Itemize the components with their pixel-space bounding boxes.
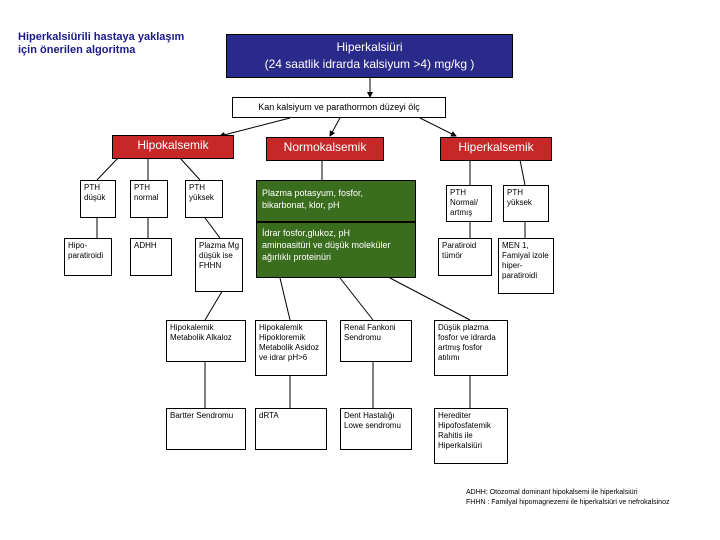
- node-hypocalcemic: Hipokalsemik: [112, 135, 234, 159]
- node-adhh: ADHH: [130, 238, 172, 276]
- footnote-abbreviations: ADHH: Otozomal dominant hipokalsemi ile …: [466, 489, 670, 506]
- node-dent-lowe: Dent Hastalığı Lowe sendromu: [340, 408, 412, 450]
- node-drta: dRTA: [255, 408, 327, 450]
- node-renal-fanconi: Renal Fankoni Sendromu: [340, 320, 412, 362]
- line-step2-r2: [279, 277, 291, 321]
- node-fhhn: Plazma Mg düşük ise FHHN: [195, 238, 243, 292]
- node-pth-normal-elevated: PTH Normal/ artmış: [446, 185, 492, 222]
- node-men1: MEN 1, Famiyal izole hiper- paratiroidi: [498, 238, 554, 294]
- node-hypokalemic-alkalosis: Hipokalemik Metabolik Alkaloz: [166, 320, 246, 362]
- line-step2-r4: [389, 277, 471, 321]
- node-hypokalemic-acidosis: Hipokalemik Hipokloremik Metabolik Asido…: [255, 320, 327, 376]
- node-pth-normal: PTH normal: [130, 180, 168, 218]
- node-pth-low: PTH düşük: [80, 180, 116, 218]
- node-low-plasma-phosphate: Düşük plazma fosfor ve idrarda artmış fo…: [434, 320, 508, 376]
- line-hypo-pth-high: [179, 157, 201, 181]
- node-pth-high: PTH yüksek: [185, 180, 223, 218]
- diagram-title: Hiperkalsiürili hastaya yaklaşım için ön…: [18, 31, 185, 56]
- node-measure-calcium-pth: Kan kalsiyum ve parathormon düzeyi ölç: [232, 97, 446, 118]
- node-hypoparathyroidism: Hipo- paratiroidi: [64, 238, 112, 276]
- line-hyper-pth-high: [519, 159, 526, 186]
- arrow-to-normo: [329, 117, 341, 137]
- arrow-to-hyper: [419, 117, 457, 137]
- node-hereditary-rickets: Herediter Hipofosfatemik Rahitis ile Hip…: [434, 408, 508, 464]
- arrow-to-hypo: [219, 117, 291, 138]
- node-bartter-syndrome: Bartter Sendromu: [166, 408, 246, 450]
- node-pth-high-hyper: PTH yüksek: [503, 185, 549, 222]
- node-urine-tests: İdrar fosfor,glukoz, pH aminoasitüri ve …: [256, 222, 416, 278]
- node-hypercalcemic: Hiperkalsemik: [440, 137, 552, 161]
- line-hypo-pth-low: [96, 157, 119, 181]
- node-normocalcemic: Normokalsemik: [266, 137, 384, 161]
- line-step2-r3: [339, 277, 374, 321]
- line-pth-high-down: [204, 217, 221, 239]
- root-node-hypercalciuria: Hiperkalsiüri (24 saatlik idrarda kalsiy…: [226, 34, 513, 78]
- node-plasma-tests: Plazma potasyum, fosfor, bikarbonat, klo…: [256, 180, 416, 222]
- node-parathyroid-tumor: Paratiroid tümör: [438, 238, 492, 276]
